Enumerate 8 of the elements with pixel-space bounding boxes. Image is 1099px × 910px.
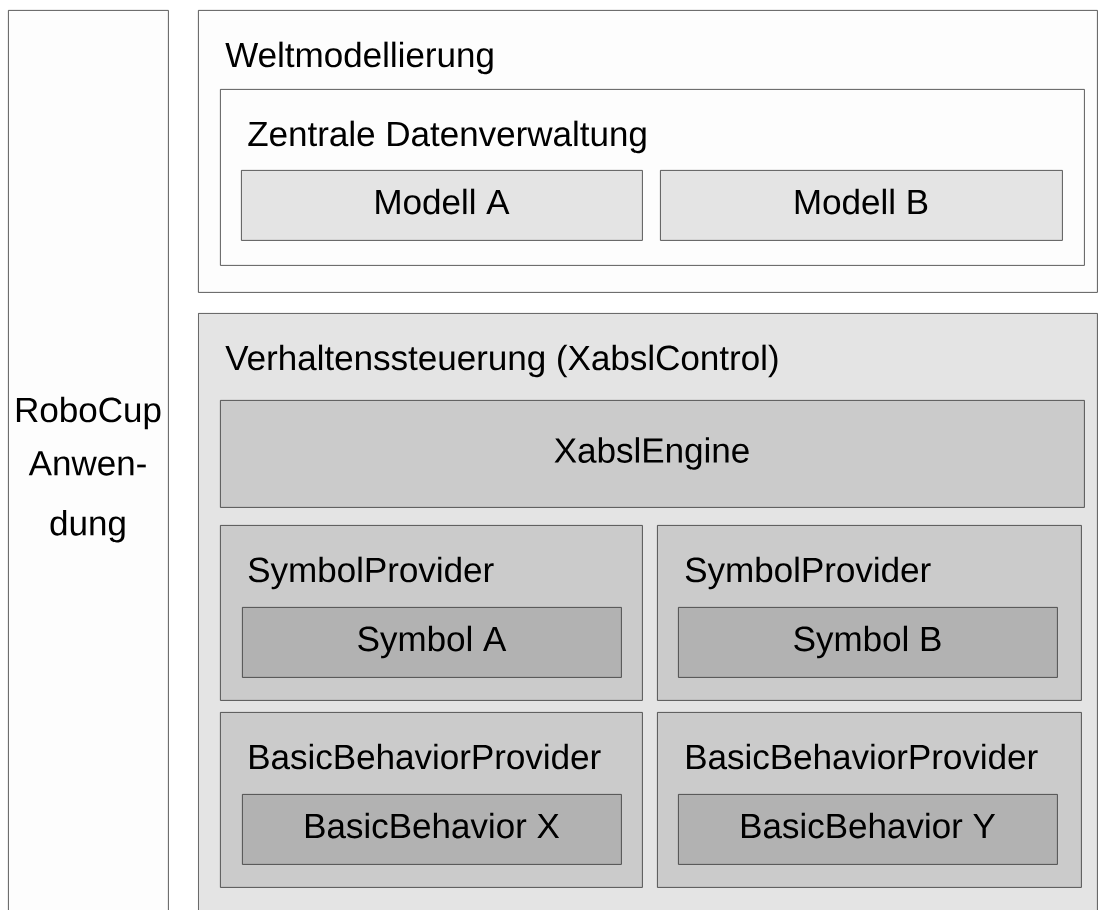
module-box: BasicBehavior X: [242, 794, 622, 865]
application-box: RoboCup Anwen-dung: [8, 10, 169, 910]
module-box: Modell B: [660, 170, 1063, 241]
module-box: XabslEngine: [220, 400, 1085, 508]
module-box: Modell A: [241, 170, 643, 241]
module-box: Symbol A: [242, 607, 622, 678]
module-box: Symbol B: [678, 607, 1058, 678]
module-box: BasicBehavior Y: [678, 794, 1058, 865]
